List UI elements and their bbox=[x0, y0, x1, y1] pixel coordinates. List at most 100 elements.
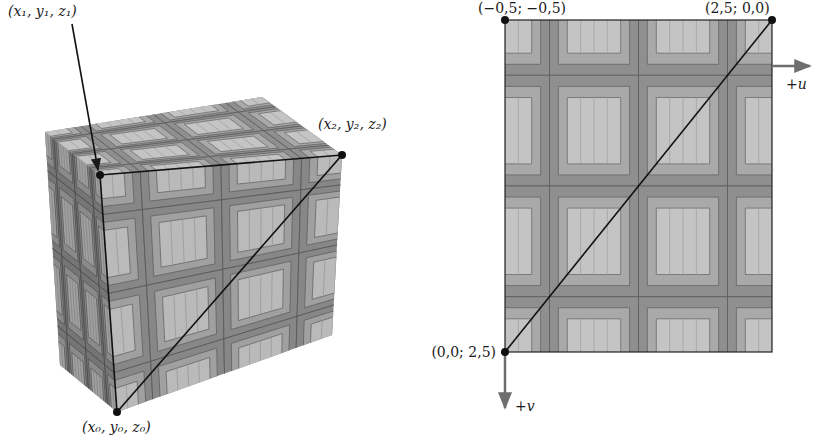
wood-grain bbox=[296, 131, 312, 142]
wood-grain bbox=[758, 319, 759, 352]
crate-tile bbox=[505, 186, 550, 297]
wood-grain bbox=[219, 140, 233, 150]
crate-tile bbox=[647, 308, 718, 352]
crate-tile bbox=[248, 104, 329, 128]
wood-grain bbox=[100, 117, 112, 126]
wood-grain bbox=[69, 140, 80, 149]
crate-tile bbox=[90, 112, 146, 129]
wood-grain bbox=[758, 208, 759, 274]
crate-tile bbox=[567, 98, 620, 164]
edge-line bbox=[100, 155, 342, 175]
wood-grain bbox=[580, 208, 581, 274]
crate-tile bbox=[745, 98, 772, 164]
crate-tile bbox=[223, 84, 302, 109]
wood-grain bbox=[669, 319, 670, 352]
wood-grain bbox=[86, 152, 90, 200]
leader-arrow bbox=[72, 24, 98, 170]
crate-tile bbox=[656, 20, 709, 53]
crate-tile bbox=[639, 297, 728, 352]
crate-tile bbox=[728, 297, 773, 352]
wood-grain bbox=[195, 123, 209, 133]
vertex-dot bbox=[768, 16, 776, 24]
wood-grain bbox=[254, 91, 270, 103]
wood-grain bbox=[580, 97, 581, 163]
crate-tile bbox=[639, 186, 728, 297]
wood-grain bbox=[218, 119, 233, 130]
wood-grain bbox=[142, 149, 154, 158]
wood-grain bbox=[607, 319, 608, 352]
wood-grain bbox=[165, 146, 178, 156]
crate-tile bbox=[505, 75, 550, 186]
crate-tile bbox=[647, 20, 718, 64]
crate-tile bbox=[505, 20, 550, 75]
wood-grain bbox=[580, 319, 581, 352]
crate-tile bbox=[130, 145, 189, 160]
wood-grain bbox=[758, 97, 759, 163]
crate-tile bbox=[207, 136, 268, 152]
wood-grain bbox=[122, 114, 135, 124]
texture-map bbox=[505, 20, 772, 352]
wood-grain bbox=[683, 208, 684, 274]
crate-tile bbox=[558, 20, 629, 64]
wood-grain bbox=[696, 20, 697, 53]
crate-tile bbox=[505, 197, 541, 286]
wood-grain bbox=[265, 89, 281, 101]
crate-tile bbox=[505, 86, 541, 174]
crate-tile bbox=[110, 128, 168, 144]
wood-grain bbox=[669, 20, 670, 53]
wood-grain bbox=[669, 208, 670, 274]
wood-grain bbox=[594, 97, 595, 163]
crate-tile bbox=[505, 20, 541, 64]
wood-grain bbox=[46, 184, 49, 231]
wood-grain bbox=[206, 121, 220, 132]
crate-tile bbox=[161, 100, 219, 118]
construction-lines bbox=[72, 16, 810, 416]
wood-grain bbox=[696, 97, 697, 163]
vertex-label: (x₀, y₀, z₀) bbox=[82, 419, 151, 436]
crate-tile bbox=[550, 75, 639, 186]
wood-grain bbox=[230, 139, 244, 150]
crate-tile bbox=[736, 308, 772, 352]
wood-grain bbox=[607, 97, 608, 163]
wood-grain bbox=[594, 20, 595, 53]
wood-grain bbox=[270, 112, 286, 123]
wood-grain bbox=[243, 93, 259, 104]
wood-grain bbox=[98, 312, 102, 360]
crate-tile bbox=[736, 197, 772, 286]
texture-border bbox=[505, 20, 772, 352]
wood-grain bbox=[50, 126, 61, 135]
wood-grain bbox=[696, 208, 697, 274]
crate-tile bbox=[100, 155, 342, 412]
crate-tile bbox=[213, 81, 312, 112]
wood-grain bbox=[345, 254, 347, 289]
crate-tile bbox=[258, 107, 319, 125]
wood-grain bbox=[594, 319, 595, 352]
crate-tile bbox=[647, 197, 718, 286]
crate-tile bbox=[745, 319, 772, 352]
wood-grain bbox=[172, 105, 186, 115]
wood-grain bbox=[132, 132, 145, 142]
wood-grain bbox=[696, 319, 697, 352]
uv-coordinate: (−0,5; −0,5) bbox=[478, 0, 566, 17]
wood-grain bbox=[518, 97, 519, 163]
vertex-dot bbox=[96, 171, 104, 179]
diagonal-line bbox=[505, 20, 772, 352]
vertex-dot bbox=[501, 16, 509, 24]
crate-tile bbox=[728, 75, 773, 186]
wood-grain bbox=[92, 232, 96, 280]
crate-tile bbox=[656, 319, 709, 352]
crate-tile bbox=[505, 208, 532, 274]
cube-face bbox=[56, 123, 385, 442]
axis-label: +v bbox=[515, 398, 535, 415]
uv-coordinate: (2,5; 0,0) bbox=[705, 0, 770, 17]
crate-tile bbox=[558, 86, 629, 174]
crate-tile bbox=[728, 186, 773, 297]
wood-grain bbox=[121, 133, 133, 142]
wood-grain bbox=[111, 116, 124, 126]
crate-tile bbox=[656, 208, 709, 274]
edge-line bbox=[100, 175, 117, 412]
crate-tile bbox=[567, 319, 620, 352]
wood-grain bbox=[607, 208, 608, 274]
crate-tile bbox=[233, 88, 292, 107]
